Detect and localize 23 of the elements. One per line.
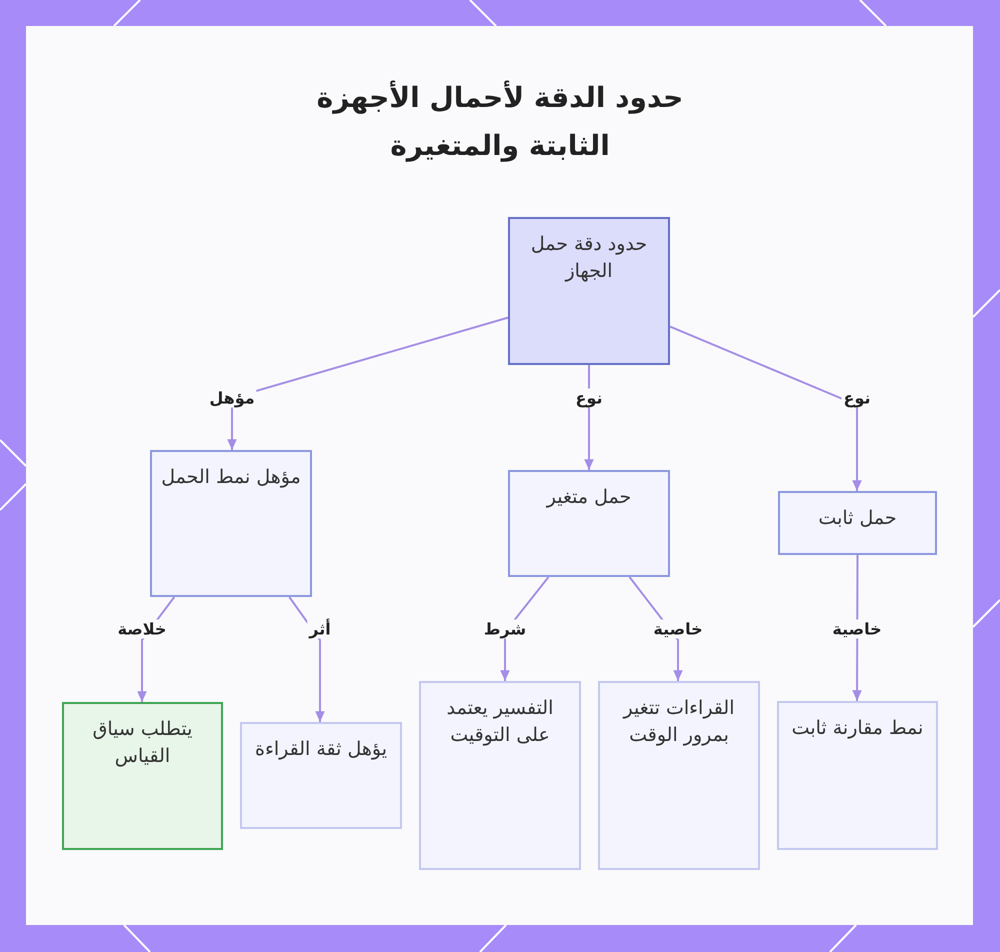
process-box — [778, 491, 937, 555]
arrow — [670, 326, 862, 491]
node-text: يتطلب سياق القياس — [92, 717, 194, 769]
process-box — [240, 722, 402, 829]
process-box — [508, 217, 670, 365]
process-box — [508, 470, 670, 577]
edge-label: نوع — [574, 388, 604, 408]
arrow — [852, 555, 862, 701]
process-box — [598, 681, 760, 870]
process-box — [62, 702, 223, 850]
node-text: يؤهل ثقة القراءة — [254, 737, 387, 762]
node-text: حمل ثابت — [818, 506, 897, 531]
process-box — [777, 701, 938, 850]
diagram-title: حدود الدقة لأحمال الأجهزة الثابتة والمتغيرة — [316, 80, 684, 164]
node-text: حمل متغير — [546, 485, 632, 510]
process-box — [150, 450, 312, 597]
node-text: حدود دقة حمل الجهاز — [530, 232, 648, 284]
node-text: التفسير يعتمد على التوقيت — [446, 696, 554, 748]
arrow — [227, 316, 508, 450]
node-text: مؤهل نمط الحمل — [161, 465, 301, 490]
node-text: نمط مقارنة ثابت — [792, 716, 924, 741]
process-box — [419, 681, 581, 870]
node-text: القراءات تتغير بمرور الوقت — [622, 696, 736, 748]
